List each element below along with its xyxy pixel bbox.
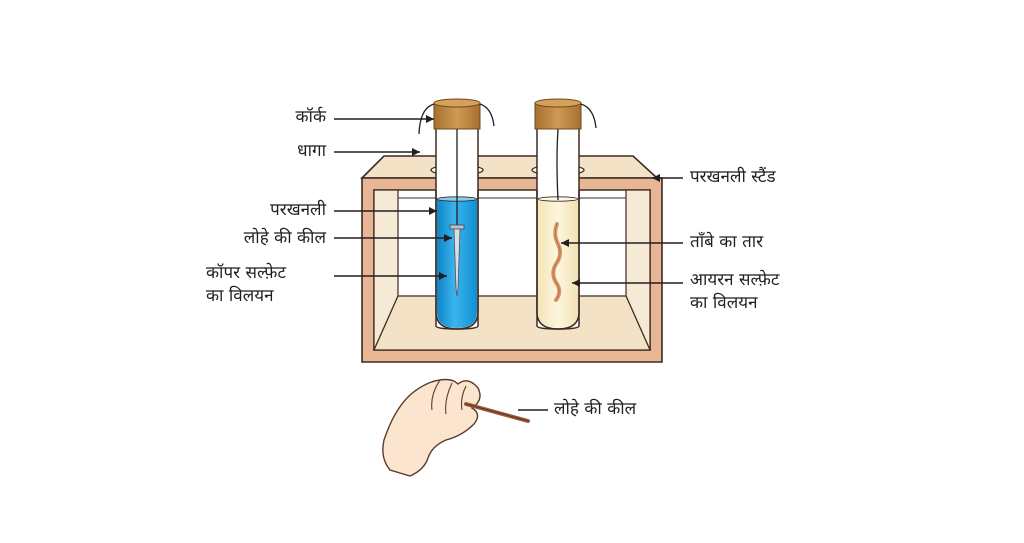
stand-top-face (360, 155, 660, 179)
label-copper-sulphate-line2: का विलयन (206, 286, 274, 306)
test-tube-left (418, 98, 495, 330)
test-tube-stand (360, 155, 663, 363)
label-cork: कॉर्क (295, 107, 326, 127)
label-iron-nail-hand: लोहे की कील (554, 399, 637, 419)
label-thread: धागा (297, 141, 326, 161)
label-iron-sulphate-line2: का विलयन (690, 293, 758, 313)
label-copper-wire: ताँबे का तार (690, 232, 764, 252)
hand (382, 378, 481, 477)
label-test-tube: परखनली (270, 200, 326, 220)
leader-lines (334, 118, 683, 411)
cork-right (534, 98, 582, 130)
arrowheads (412, 115, 660, 287)
test-tube-right (534, 98, 597, 330)
stand-base (373, 295, 651, 351)
label-iron-sulphate: आयरन सल्फ़ेट का विलयन (690, 269, 780, 315)
label-iron-sulphate-line1: आयरन सल्फ़ेट (690, 270, 780, 290)
thread-right (556, 103, 597, 201)
label-copper-sulphate-line1: कॉपर सल्फ़ेट (206, 263, 286, 283)
iron-nail-in-tube (449, 224, 465, 297)
label-iron-nail: लोहे की कील (243, 228, 326, 248)
hand-with-nail (382, 378, 530, 477)
label-copper-sulphate: कॉपर सल्फ़ेट का विलयन (206, 262, 330, 308)
thread-left (418, 103, 495, 226)
label-test-tube-stand: परखनली स्टैंड (690, 167, 776, 187)
cork-left (433, 98, 481, 130)
